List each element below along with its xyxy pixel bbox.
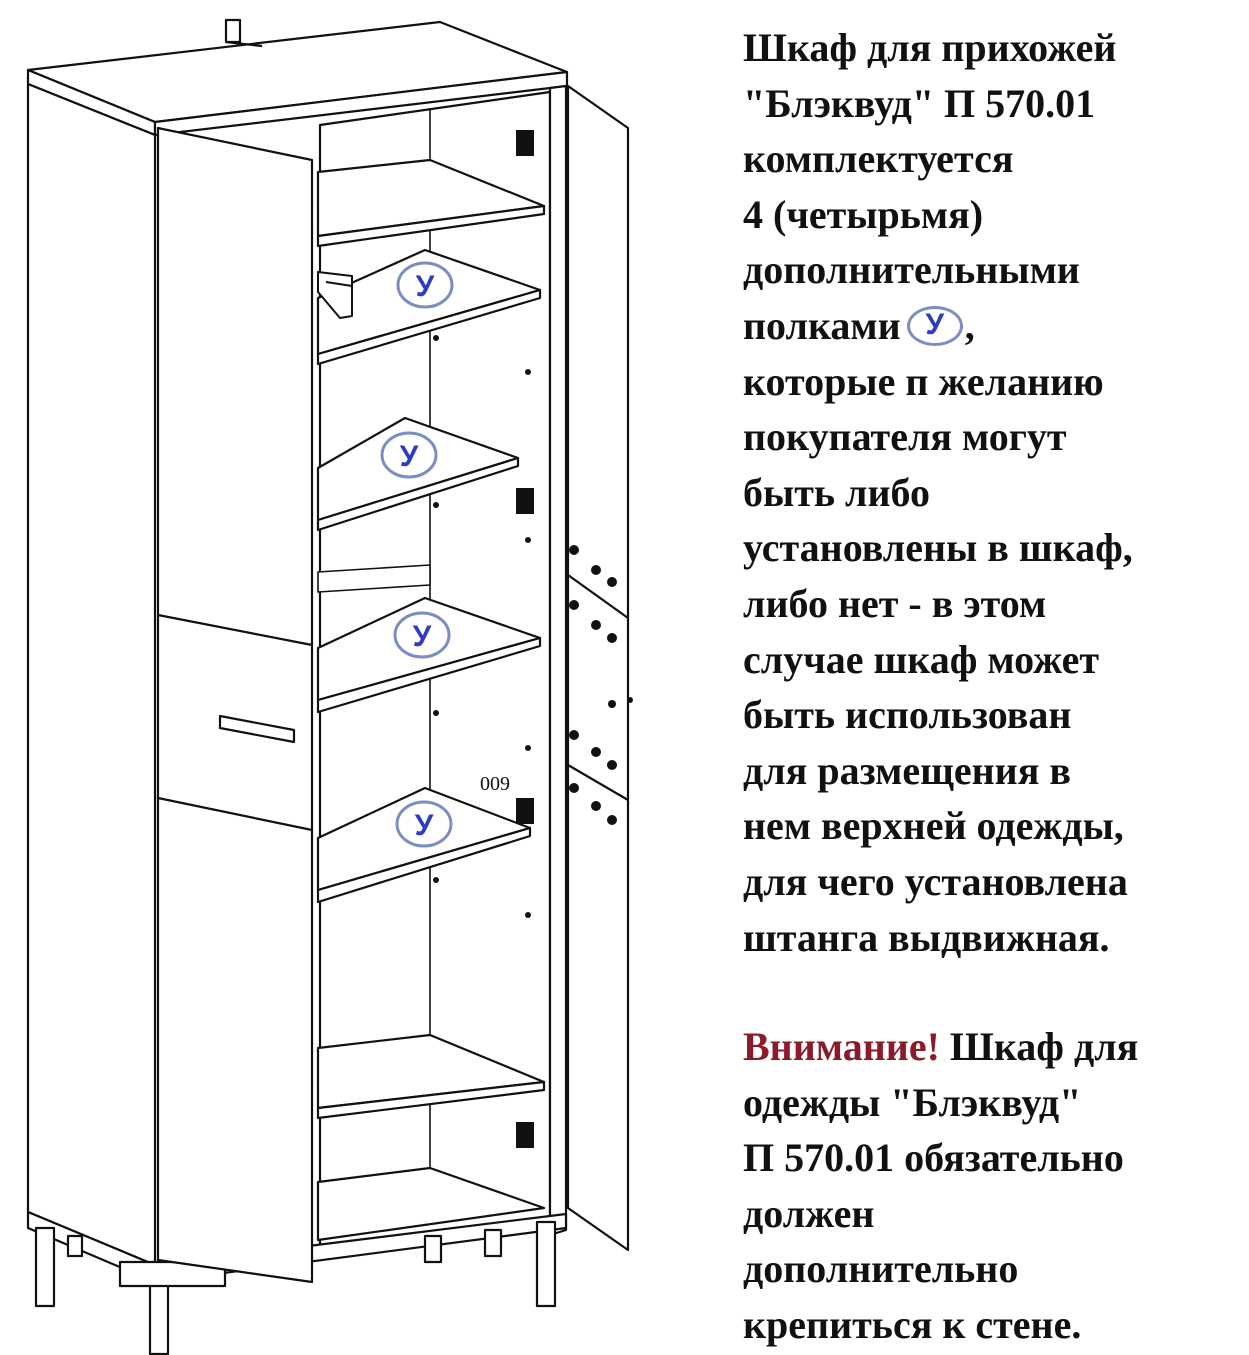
leg-front-left [34, 1226, 56, 1308]
description-line: "Блэквуд" П 570.01 [743, 80, 1096, 126]
leg-back-right [535, 1220, 557, 1308]
cabinet-right-side [548, 84, 568, 1237]
shelf-marker-2: У [380, 431, 438, 479]
cabinet-drawing: У У У У 009 [26, 18, 633, 1355]
description-line: нем верхней одежды, [743, 803, 1124, 849]
shelf-marker-label: У [400, 440, 419, 473]
hinge-icon [516, 130, 534, 156]
description-line: либо нет - в этом [743, 580, 1047, 626]
warning-text: Шкаф для [949, 1024, 1139, 1070]
shelf-marker-4: У [395, 800, 453, 848]
description-line: для размещения в [743, 747, 1071, 793]
door-handle-icon [218, 714, 296, 744]
right-door [566, 84, 630, 1252]
hinge-icon [516, 488, 534, 514]
cabinet-floor [316, 1166, 546, 1242]
warning-label: Внимание! [743, 1024, 940, 1070]
shelf-marker-1: У [396, 261, 454, 309]
comma: , [964, 302, 975, 348]
warning-text: дополнительно [743, 1246, 1019, 1292]
description-line: покупателя могут [743, 414, 1067, 460]
description-line: штанга выдвижная. [743, 914, 1110, 960]
cabinet-left-side [26, 82, 157, 1267]
hinge-icon [516, 798, 534, 824]
description-line: быть либо [743, 469, 930, 515]
wall-bracket-icon [224, 18, 242, 44]
left-door [156, 126, 314, 1284]
description-line: 4 (четырьмя) [743, 191, 984, 237]
hinge-icon [516, 1122, 534, 1148]
shelf-marker-label: У [415, 809, 434, 842]
warning-text: одежды "Блэквуд" [743, 1079, 1082, 1125]
description-line: которые п желанию [743, 358, 1104, 404]
leg-back-mid [483, 1228, 503, 1258]
shelf-marker-3: У [393, 611, 451, 659]
description-line: случае шкаф может [743, 636, 1099, 682]
description-line: комплектуется [743, 136, 1014, 182]
description-line: дополнительными [743, 247, 1080, 293]
description-text: Шкаф для прихожей "Блэквуд" П 570.01 ком… [743, 20, 1238, 1353]
hanging-rod-icon [317, 271, 353, 319]
warning-text: крепиться к стене. [743, 1302, 1082, 1348]
shelf-marker-label: У [416, 270, 435, 303]
part-number-label: 009 [480, 773, 510, 795]
warning-line: Внимание! Шкаф для [743, 1019, 1238, 1075]
description-line: Шкаф для прихожей [743, 25, 1117, 70]
description-line: для чего установлена [743, 858, 1128, 904]
shelf-marker-label: У [413, 620, 432, 653]
description-line: быть использован [743, 692, 1072, 738]
description-line: полками [743, 302, 901, 348]
warning-text: П 570.01 обязательно [743, 1135, 1124, 1181]
description-line: установлены в шкаф, [743, 525, 1133, 571]
warning-text: должен [743, 1190, 875, 1236]
leg-inner [423, 1234, 443, 1264]
shelf-marker-inline: У [906, 305, 963, 346]
